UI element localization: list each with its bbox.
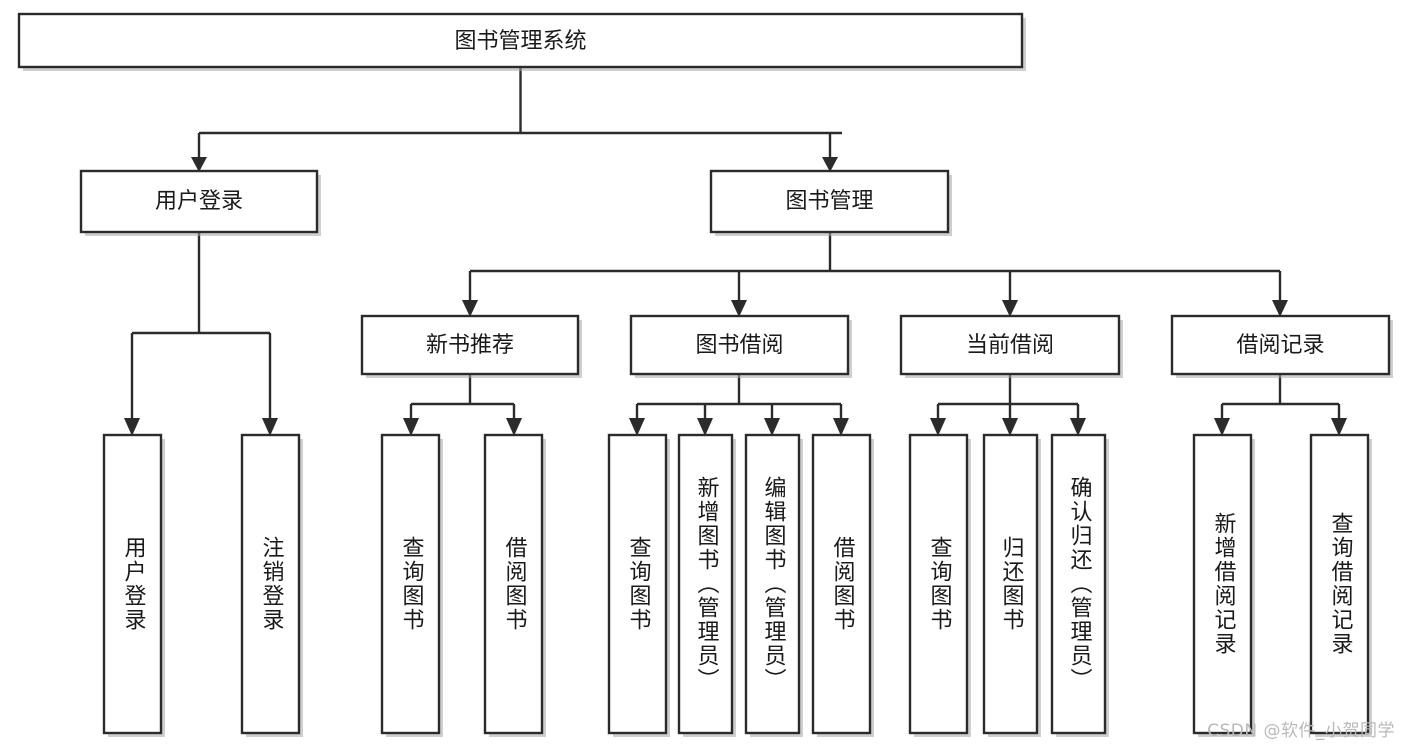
arrowhead-leaf-cur-confirm xyxy=(1070,418,1086,436)
arrowhead-book-manage xyxy=(822,157,838,172)
arrowhead-borrow-record xyxy=(1272,300,1288,317)
node-borrow-record-label: 借阅记录 xyxy=(1236,333,1324,358)
arrowhead-leaf-user-login xyxy=(124,418,140,436)
node-leaf-borrow-edit-book[interactable] xyxy=(744,433,801,735)
node-boxes: 图书管理系统 用户登录 图书管理 新书推荐 图书借阅 当前借阅 借阅记录 xyxy=(17,12,1393,737)
arrowhead-leaf-user-logout xyxy=(262,418,278,436)
arrowhead-leaf-cur-query xyxy=(930,418,946,436)
node-borrow-record[interactable] xyxy=(1170,314,1391,376)
node-leaf-rec-borrow-book[interactable] xyxy=(483,433,544,735)
node-leaf-borrow-lend-book[interactable] xyxy=(811,433,872,735)
arrowhead-user-login xyxy=(191,157,207,172)
connector-lines xyxy=(124,67,1347,436)
arrowhead-book-borrow xyxy=(731,300,747,317)
arrowhead-leaf-rec-add xyxy=(1214,418,1230,436)
arrowhead-leaf-rec-query xyxy=(403,418,419,436)
arrowhead-leaf-rec-borrow xyxy=(506,418,522,436)
arrowhead-leaf-cur-return xyxy=(1002,418,1018,436)
node-leaf-rec-query-book[interactable] xyxy=(380,433,441,735)
node-leaf-borrow-query-book[interactable] xyxy=(607,433,668,735)
node-leaf-rec-add-record[interactable] xyxy=(1192,433,1253,735)
node-book-borrow[interactable] xyxy=(629,314,850,376)
arrowhead-current-borrow xyxy=(1002,300,1018,317)
node-leaf-cur-return-book[interactable] xyxy=(982,433,1039,735)
node-book-manage-label: 图书管理 xyxy=(785,189,873,214)
arrowhead-leaf-borrow-query xyxy=(629,418,645,436)
node-leaf-user-login[interactable] xyxy=(102,433,163,735)
node-root[interactable] xyxy=(17,12,1024,69)
node-root-label: 图书管理系统 xyxy=(454,29,586,54)
node-current-borrow[interactable] xyxy=(899,314,1121,376)
node-leaf-user-logout[interactable] xyxy=(240,433,301,735)
csdn-watermark: CSDN @软件_小贺同学 xyxy=(1207,721,1395,741)
node-user-login[interactable] xyxy=(79,169,319,234)
arrowhead-leaf-borrow-edit xyxy=(764,418,780,436)
node-book-manage[interactable] xyxy=(709,169,950,234)
arrowhead-leaf-borrow-add xyxy=(697,418,713,436)
arrowhead-leaf-rec-query-record xyxy=(1331,418,1347,436)
node-leaf-cur-query-book[interactable] xyxy=(908,433,969,735)
node-book-borrow-label: 图书借阅 xyxy=(695,333,783,358)
node-new-book-rec-label: 新书推荐 xyxy=(426,333,514,358)
node-leaf-borrow-add-book[interactable] xyxy=(677,433,734,735)
node-current-borrow-label: 当前借阅 xyxy=(966,333,1054,358)
node-user-login-label: 用户登录 xyxy=(155,189,243,214)
node-leaf-cur-confirm-return[interactable] xyxy=(1050,433,1107,735)
node-new-book-rec[interactable] xyxy=(360,314,580,376)
arrowhead-new-book-rec xyxy=(462,300,478,317)
node-leaf-rec-query-record[interactable] xyxy=(1309,433,1370,735)
arrowhead-leaf-borrow-lend xyxy=(833,418,849,436)
